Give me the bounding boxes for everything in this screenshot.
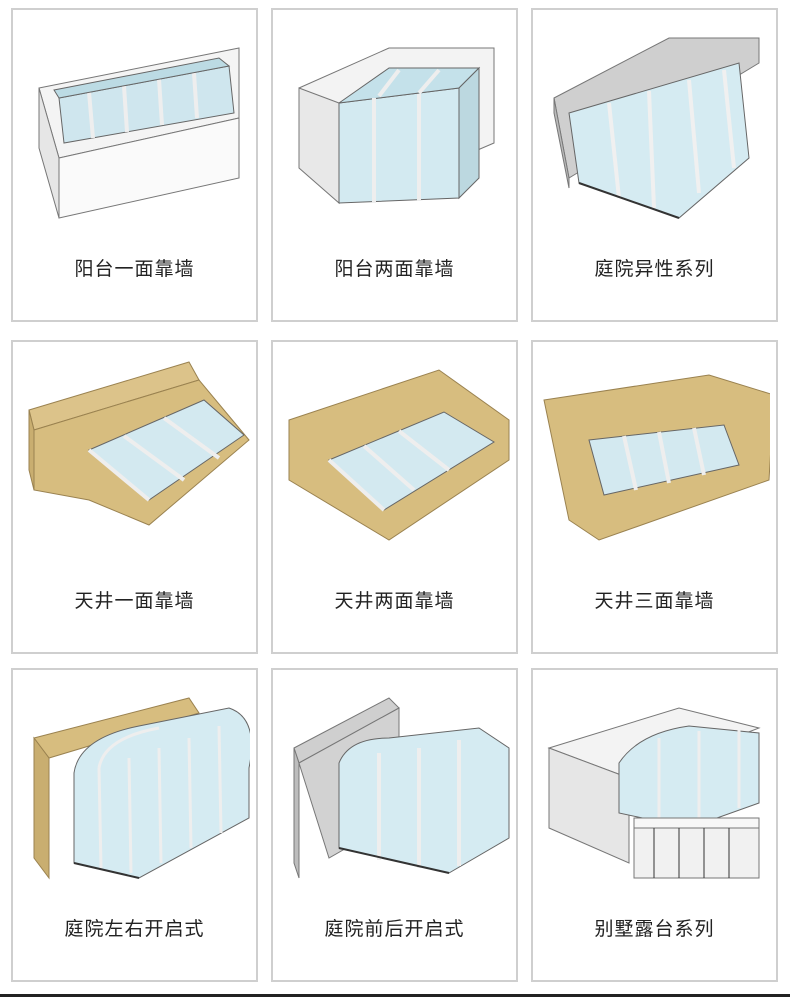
product-label: 庭院左右开启式 (64, 918, 205, 940)
product-card-skylight-two-wall[interactable]: 天井两面靠墙 (271, 340, 518, 654)
product-label: 阳台两面靠墙 (334, 258, 455, 280)
courtyard-side-open-icon (33, 697, 250, 880)
skylight-three-wall-icon (543, 374, 770, 541)
product-card-courtyard-side-open[interactable]: 庭院左右开启式 (11, 668, 258, 982)
product-card-balcony-two-wall[interactable]: 阳台两面靠墙 (271, 8, 518, 322)
skylight-two-wall-icon (288, 369, 510, 541)
product-card-villa-terrace[interactable]: 别墅露台系列 (531, 668, 778, 982)
courtyard-irregular-icon (553, 37, 760, 219)
product-label: 别墅露台系列 (594, 918, 715, 940)
product-label: 阳台一面靠墙 (74, 258, 195, 280)
product-card-courtyard-front-back-open[interactable]: 庭院前后开启式 (271, 668, 518, 982)
product-card-courtyard-irregular[interactable]: 庭院异性系列 (531, 8, 778, 322)
villa-terrace-icon (547, 707, 761, 879)
skylight-one-wall-icon (28, 361, 250, 526)
product-label: 庭院前后开启式 (324, 918, 465, 940)
balcony-two-wall-icon (298, 47, 495, 205)
product-card-skylight-one-wall[interactable]: 天井一面靠墙 (11, 340, 258, 654)
bottom-divider (0, 994, 790, 997)
courtyard-front-back-open-icon (293, 697, 510, 879)
balcony-one-wall-icon (38, 47, 240, 219)
product-card-balcony-one-wall[interactable]: 阳台一面靠墙 (11, 8, 258, 322)
product-label: 天井一面靠墙 (74, 590, 195, 612)
product-label: 庭院异性系列 (594, 258, 715, 280)
product-label: 天井三面靠墙 (594, 590, 715, 612)
product-label: 天井两面靠墙 (334, 590, 455, 612)
product-card-skylight-three-wall[interactable]: 天井三面靠墙 (531, 340, 778, 654)
